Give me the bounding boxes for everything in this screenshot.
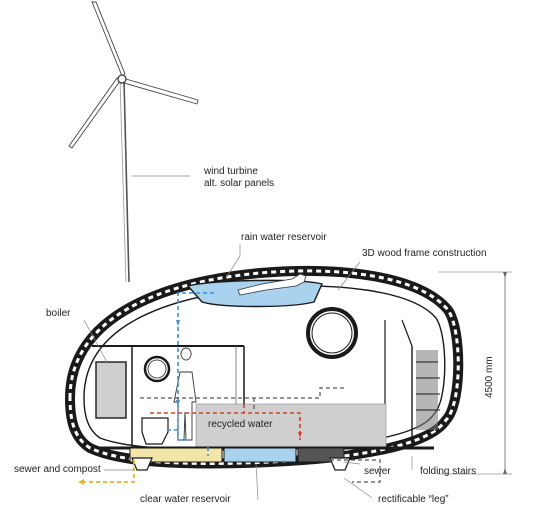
interior-structure [92, 320, 434, 450]
recycled-water-label: recycled water [208, 419, 273, 430]
alt-solar-label: alt. solar panels [204, 178, 274, 189]
turbine-blade-left [68, 77, 121, 149]
sewer-compost-label: sewer and compost [14, 464, 101, 475]
height-dimension: 4500 mm [438, 271, 512, 475]
recycled-water-flow [150, 404, 301, 440]
round-window-large [306, 307, 358, 359]
clear-water-tank [223, 447, 297, 463]
reclining-figure [237, 273, 307, 296]
folding-stairs [401, 319, 440, 439]
support-leg-left [131, 457, 153, 471]
clear-water-label: clear water reservoir [140, 494, 231, 505]
sewage-flow [80, 460, 135, 483]
round-window-small [143, 355, 171, 383]
clean-water-flow [168, 292, 214, 456]
height-label: 4500 mm [484, 356, 495, 398]
sewer-label: sewer [364, 466, 391, 477]
support-leg-right [329, 457, 351, 471]
service-lines [140, 387, 381, 483]
wind-turbine-label: wind turbine [203, 166, 258, 177]
wood-frame-label: 3D wood frame construction [362, 248, 487, 259]
turbine-hub [117, 74, 127, 84]
turbine-mast [123, 79, 130, 283]
sewage-tank [129, 447, 223, 463]
leg-label: rectificable “leg” [378, 494, 449, 505]
rain-water-reservoir [186, 273, 323, 308]
rain-water-label: rain water reservoir [241, 232, 327, 243]
toilet [141, 417, 169, 445]
boiler-label: boiler [46, 308, 71, 319]
wind-turbine [68, 1, 199, 283]
folding-stairs-label: folding stairs [420, 466, 476, 477]
turbine-blade-right [123, 78, 199, 105]
turbine-blade-top [91, 1, 126, 77]
boiler [95, 361, 127, 419]
